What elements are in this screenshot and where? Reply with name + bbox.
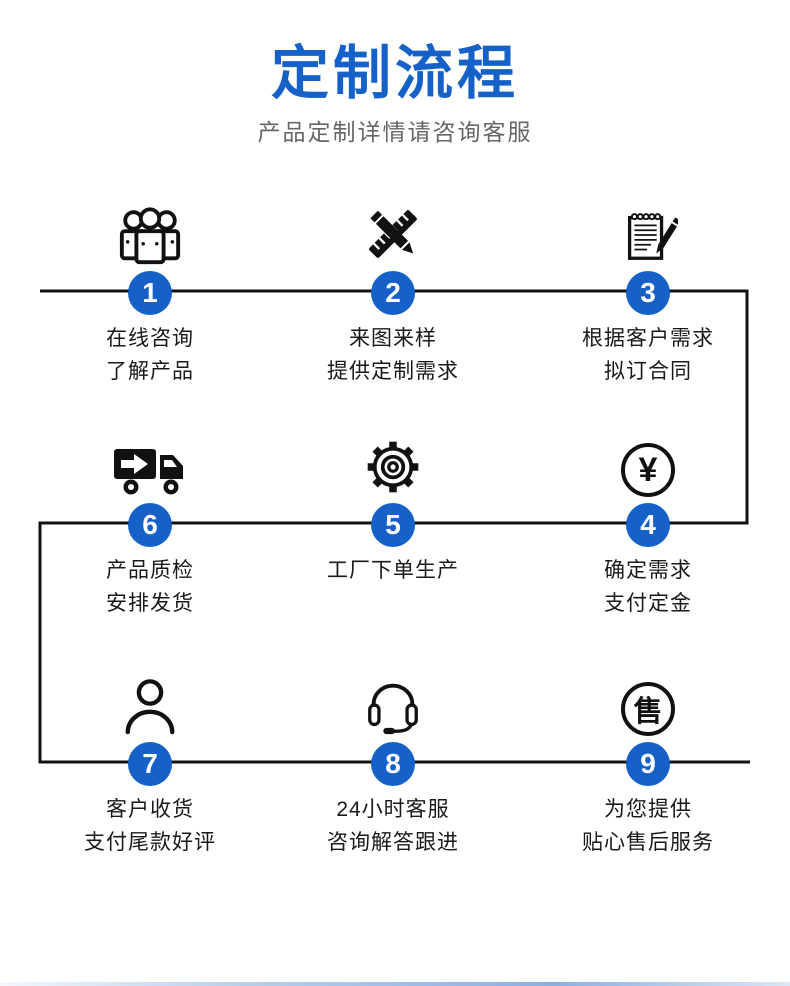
gear-icon	[273, 431, 513, 497]
step-label: 工厂下单生产	[327, 559, 459, 582]
step-5: 5 工厂下单生产	[273, 431, 513, 587]
step-3: 3 根据客户需求 拟订合同	[528, 199, 768, 388]
headset-icon	[273, 670, 513, 736]
step-label: 24小时客服 咨询解答跟进	[327, 798, 459, 854]
step-7: 7 客户收货 支付尾款好评	[30, 670, 270, 859]
step-number-badge: 1	[128, 271, 172, 315]
step-number-badge: 8	[371, 742, 415, 786]
step-number-badge: 7	[128, 742, 172, 786]
step-2: 2 来图来样 提供定制需求	[273, 199, 513, 388]
step-label: 来图来样 提供定制需求	[327, 327, 459, 383]
page-title: 定制流程	[270, 41, 519, 106]
step-number-badge: 5	[371, 503, 415, 547]
bottom-gradient-bar	[0, 982, 790, 986]
step-6: 6 产品质检 安排发货	[30, 431, 270, 620]
yuan-icon: ¥	[528, 431, 768, 497]
step-number-badge: 4	[626, 503, 670, 547]
step-label: 客户收货 支付尾款好评	[84, 798, 216, 854]
step-1: 1 在线咨询 了解产品	[30, 199, 270, 388]
person-icon	[30, 670, 270, 736]
page-subtitle: 产品定制详情请咨询客服	[257, 119, 533, 145]
step-4: ¥ 4 确定需求 支付定金	[528, 431, 768, 620]
step-label: 为您提供 贴心售后服务	[582, 798, 714, 854]
step-label: 在线咨询 了解产品	[106, 327, 194, 383]
step-number-badge: 9	[626, 742, 670, 786]
after-sale-icon: 售	[528, 670, 768, 736]
ruler-pencil-icon	[273, 199, 513, 265]
step-label: 产品质检 安排发货	[106, 559, 194, 615]
step-8: 8 24小时客服 咨询解答跟进	[273, 670, 513, 859]
step-number-badge: 6	[128, 503, 172, 547]
step-number-badge: 3	[626, 271, 670, 315]
people-icon	[30, 199, 270, 265]
step-label: 根据客户需求 拟订合同	[582, 327, 714, 383]
notepad-pen-icon	[528, 199, 768, 265]
truck-icon	[30, 431, 270, 497]
step-number-badge: 2	[371, 271, 415, 315]
step-label: 确定需求 支付定金	[604, 559, 692, 615]
step-9: 售 9 为您提供 贴心售后服务	[528, 670, 768, 859]
